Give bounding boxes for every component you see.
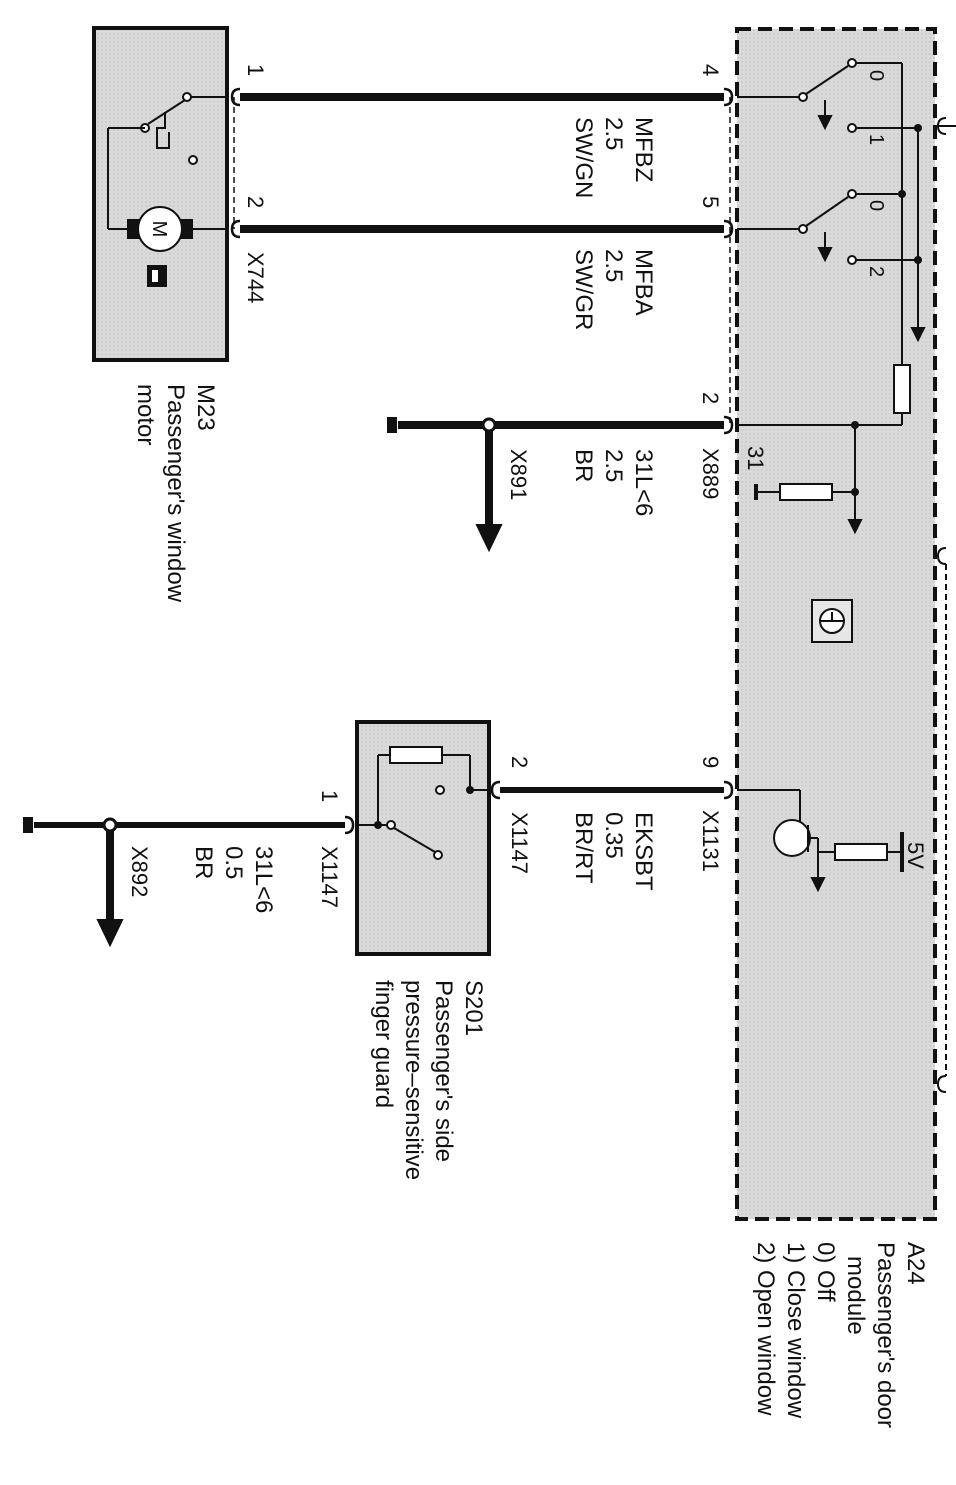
wire-ground-s201-signal: 31L<6 [250,846,277,913]
a24-supply-5v: 5V [903,842,928,869]
s201-name-line1: Passenger's side [430,980,457,1162]
m23-pin-1: 1 [243,64,268,76]
wire-ground-a24-color: BR [570,449,597,482]
a24-ground-internals [737,364,911,535]
a24-legend-open: 2) Open window [752,1242,779,1416]
m23-motor-letter: M [148,221,170,238]
a24-pin-2: 2 [698,392,723,404]
s201-junction-dots [374,786,474,829]
s201-name-line2: pressure–sensitive [400,980,427,1180]
a24-state-0-bottom: 0 [865,200,887,211]
s201-connector-bottom: X1147 [317,846,342,908]
s201-pin-2: 2 [507,756,532,768]
a24-state-1: 1 [865,134,887,145]
m23-motor-box [92,26,229,362]
a24-legend-off: 0) Off [812,1242,839,1302]
a24-state-2: 2 [865,266,887,277]
m23-connector-x744: X744 [243,252,268,303]
wire-ground-a24-connector: X891 [506,449,531,500]
s201-pin-1: 1 [317,790,342,802]
wire-eksbt-size: 0.35 [600,812,627,859]
wire-mfba-size: 2.5 [600,249,627,282]
a24-connector-x1131: X1131 [698,810,723,872]
s201-code: S201 [460,980,487,1036]
wire-ground-s201-connector: X892 [127,846,152,897]
a24-pin-4: 4 [698,64,723,76]
a24-eksbt-internals [737,789,904,893]
ground-splice-x892 [23,817,124,948]
wire-mfbz-signal: MFBZ [630,117,657,182]
m23-name-line2: motor [132,384,159,445]
a24-pin-5: 5 [698,196,723,208]
m23-pin-2: 2 [243,196,268,208]
a24-name-line2: module [842,1256,869,1335]
a24-electronics-symbol [811,599,853,643]
wire-mfbz-color: SW/GN [570,117,597,198]
m23-name-line1: Passenger's window [162,384,189,603]
a24-state-0-top: 0 [865,70,887,81]
wire-harness [34,93,731,828]
a24-connector-x889: X889 [698,448,723,499]
a24-edge-brackets [936,117,956,1093]
a24-pin-9: 9 [698,756,723,768]
connector-hooks [230,87,734,835]
s201-name-line3: finger guard [370,980,397,1108]
a24-switch-mfba [737,128,926,343]
m23-code: M23 [192,384,219,431]
a24-terminal-31: 31 [743,446,768,470]
wire-eksbt-color: BR/RT [570,812,597,884]
ground-splice-x891 [387,417,503,553]
s201-connector-top: X1147 [507,812,532,874]
wire-ground-s201-size: 0.5 [220,846,247,879]
m23-internals [107,92,227,287]
wire-ground-s201-color: BR [190,846,217,879]
a24-code: A24 [902,1242,929,1285]
a24-name-line1: Passenger's door [872,1242,899,1428]
wire-mfba-signal: MFBA [630,249,657,316]
wire-eksbt-signal: EKSBT [630,812,657,891]
wire-ground-a24-signal: 31L<6 [630,449,657,516]
wire-mfbz-size: 2.5 [600,117,627,150]
wire-mfba-color: SW/GR [570,249,597,330]
wire-ground-a24-size: 2.5 [600,449,627,482]
a24-legend-close: 1) Close window [782,1242,809,1419]
a24-switch-mfbz [737,58,918,420]
